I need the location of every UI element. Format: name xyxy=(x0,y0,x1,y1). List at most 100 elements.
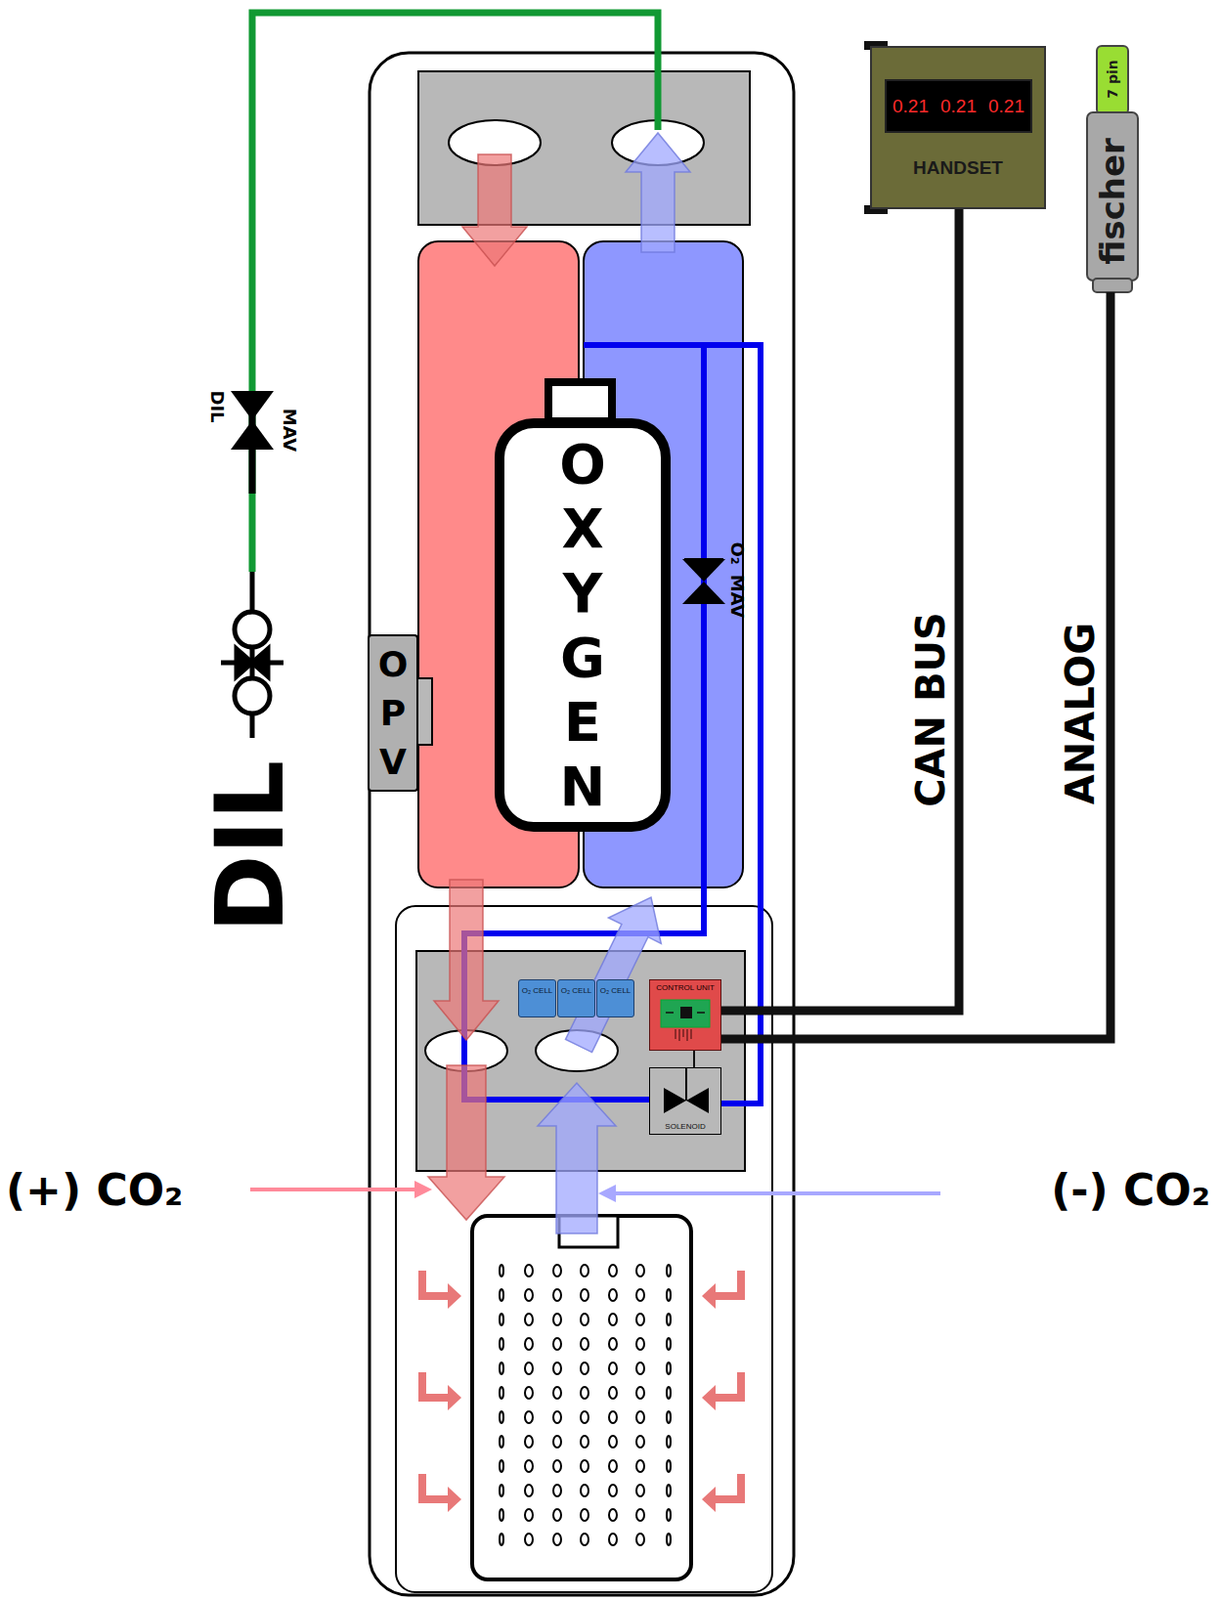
opv-tab xyxy=(416,678,433,745)
trace xyxy=(697,1011,705,1014)
canister-hole xyxy=(636,1362,645,1375)
canister-hole xyxy=(580,1484,589,1497)
fitting-ring xyxy=(234,611,270,648)
actuator-stem xyxy=(685,1068,688,1101)
canister-hole xyxy=(524,1411,533,1424)
canister-hole xyxy=(609,1460,617,1473)
canister-hole xyxy=(553,1533,562,1546)
connector-cap xyxy=(1096,45,1129,115)
canister-hole xyxy=(580,1411,589,1424)
unit-label: CONTROL UNIT xyxy=(655,983,715,993)
mouthpiece-block xyxy=(418,71,750,225)
housing xyxy=(369,52,794,1596)
device-name: HANDSET xyxy=(913,157,1003,179)
flow-bend-head xyxy=(447,1385,462,1411)
canister-hole xyxy=(499,1533,504,1546)
o2-mav-valve xyxy=(682,559,726,605)
valve-triangle xyxy=(230,420,274,450)
valve-label: MAV xyxy=(280,408,299,453)
canister-hole xyxy=(524,1484,533,1497)
canister-hole xyxy=(580,1313,589,1326)
scrubber-canister xyxy=(472,1216,692,1580)
canister-hole xyxy=(553,1436,562,1448)
canister-hole xyxy=(524,1533,533,1546)
gas-flow-arrow xyxy=(625,132,691,253)
canister-hole xyxy=(580,1338,589,1351)
canister-hole xyxy=(609,1289,617,1302)
radial-flow-arrows xyxy=(422,1270,741,1513)
canister-hole xyxy=(609,1436,617,1448)
canister-hole xyxy=(609,1338,617,1351)
trace xyxy=(665,1011,674,1014)
canister-hole xyxy=(580,1289,589,1302)
valve-edge xyxy=(684,558,724,561)
canister-hole xyxy=(499,1387,504,1399)
valve-label: O₂ xyxy=(728,541,746,565)
canister-hole xyxy=(553,1509,562,1522)
canister-hole xyxy=(499,1264,504,1277)
canister-hole xyxy=(580,1362,589,1375)
gas-flow-arrow xyxy=(537,1083,616,1234)
flow-bend-head xyxy=(447,1283,462,1309)
signal-cable xyxy=(721,292,1111,1040)
chip xyxy=(680,1006,693,1019)
canister-hole xyxy=(553,1460,562,1473)
control-wire xyxy=(693,1050,696,1068)
oxygen-line xyxy=(464,345,761,1104)
canister-hole xyxy=(666,1264,671,1277)
canister-hole xyxy=(609,1533,617,1546)
canister-hole xyxy=(636,1460,645,1473)
flow-bend-arrow xyxy=(422,1270,450,1297)
canister-hole xyxy=(580,1460,589,1473)
canister-hole xyxy=(609,1362,617,1375)
canister-hole xyxy=(666,1509,671,1522)
canister-hole xyxy=(636,1264,645,1277)
canister-hole xyxy=(499,1509,504,1522)
leader-arrowhead xyxy=(414,1180,433,1199)
valve-label: DIL xyxy=(208,390,226,423)
connector-boot xyxy=(1092,278,1133,293)
diluent-label: DIL xyxy=(203,760,298,934)
canister-hole xyxy=(609,1484,617,1497)
dil-mav-valve xyxy=(230,391,274,450)
gas-flow-arrow xyxy=(434,879,499,1041)
pcb xyxy=(660,1000,710,1028)
canister-hole xyxy=(553,1484,562,1497)
canister-hole xyxy=(666,1411,671,1424)
fitting-ring xyxy=(234,678,270,714)
opv-valve: OPV xyxy=(367,634,419,792)
valve-triangle xyxy=(686,1088,709,1114)
canister-holes xyxy=(499,1264,671,1546)
canister-hole xyxy=(666,1460,671,1473)
canister-hole xyxy=(524,1313,533,1326)
canister-hole xyxy=(499,1460,504,1473)
canister-hole xyxy=(580,1436,589,1448)
canister-hole xyxy=(553,1264,562,1277)
canister-hole xyxy=(553,1338,562,1351)
canister-hole xyxy=(553,1411,562,1424)
canister-hole xyxy=(524,1436,533,1448)
gas-flow-arrow xyxy=(428,1065,505,1220)
o2-cell: O₂ CELL xyxy=(518,979,557,1018)
canister-hole xyxy=(580,1533,589,1546)
sensor-label: O₂ CELL xyxy=(561,986,593,996)
canister-hole xyxy=(609,1509,617,1522)
lcd-display: 0.210.210.21 xyxy=(884,79,1033,133)
flow-bend-arrow xyxy=(713,1474,741,1500)
canister-hole xyxy=(499,1313,504,1326)
valve-triangle xyxy=(682,581,726,605)
flow-bend-arrow xyxy=(422,1474,450,1500)
oxygen-reading: 0.21 xyxy=(940,95,977,118)
canister-hole xyxy=(524,1509,533,1522)
canister-hole xyxy=(499,1436,504,1448)
canister-hole xyxy=(609,1411,617,1424)
oxygen-reading: 0.21 xyxy=(988,95,1025,118)
canister-hole xyxy=(499,1362,504,1375)
canister-hole xyxy=(636,1338,645,1351)
canister-hole xyxy=(499,1338,504,1351)
canister-hole xyxy=(636,1289,645,1302)
canister-hole xyxy=(666,1436,671,1448)
canister-hole xyxy=(524,1387,533,1399)
valve-triangle xyxy=(682,559,726,582)
canister-hole xyxy=(580,1509,589,1522)
